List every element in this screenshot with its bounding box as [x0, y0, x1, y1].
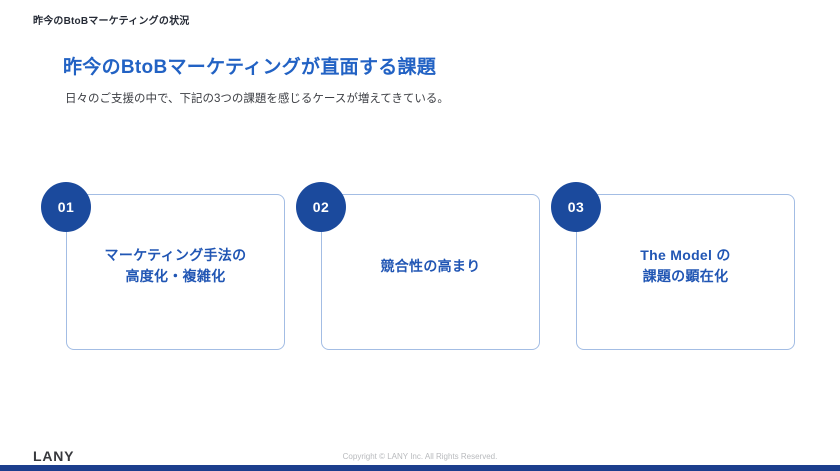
copyright-text: Copyright © LANY Inc. All Rights Reserve…	[342, 452, 498, 461]
badge-number: 03	[567, 199, 585, 215]
badge-number: 02	[312, 199, 330, 215]
badge-number: 01	[57, 199, 75, 215]
card-text-line: The Model の	[640, 247, 731, 263]
page-subtitle: 日々のご支援の中で、下記の3つの課題を感じるケースが増えてきている。	[65, 93, 449, 105]
challenge-card-3: The Model の 課題の顕在化	[576, 194, 795, 350]
challenge-card-2-text: 競合性の高まり	[380, 256, 480, 277]
challenge-card-1-text: マーケティング手法の 高度化・複雑化	[105, 245, 247, 287]
card-text-line: マーケティング手法の	[104, 247, 247, 263]
card-text-line: 競合性の高まり	[380, 257, 481, 274]
lany-logo: LANY	[33, 448, 75, 464]
page-title: 昨今のBtoBマーケティングが直面する課題	[63, 57, 437, 78]
card-number-badge-2: 02	[296, 182, 346, 232]
challenge-card-1: マーケティング手法の 高度化・複雑化	[66, 194, 285, 350]
challenge-card-2: 競合性の高まり	[321, 194, 540, 350]
challenge-card-3-text: The Model の 課題の顕在化	[640, 245, 730, 287]
card-text-line: 課題の顕在化	[642, 268, 729, 284]
card-number-badge-3: 03	[551, 182, 601, 232]
footer-accent-bar	[0, 465, 840, 471]
card-number-badge-1: 01	[41, 182, 91, 232]
slide-kicker: 昨今のBtoBマーケティングの状況	[33, 16, 190, 27]
card-text-line: 高度化・複雑化	[125, 268, 226, 284]
